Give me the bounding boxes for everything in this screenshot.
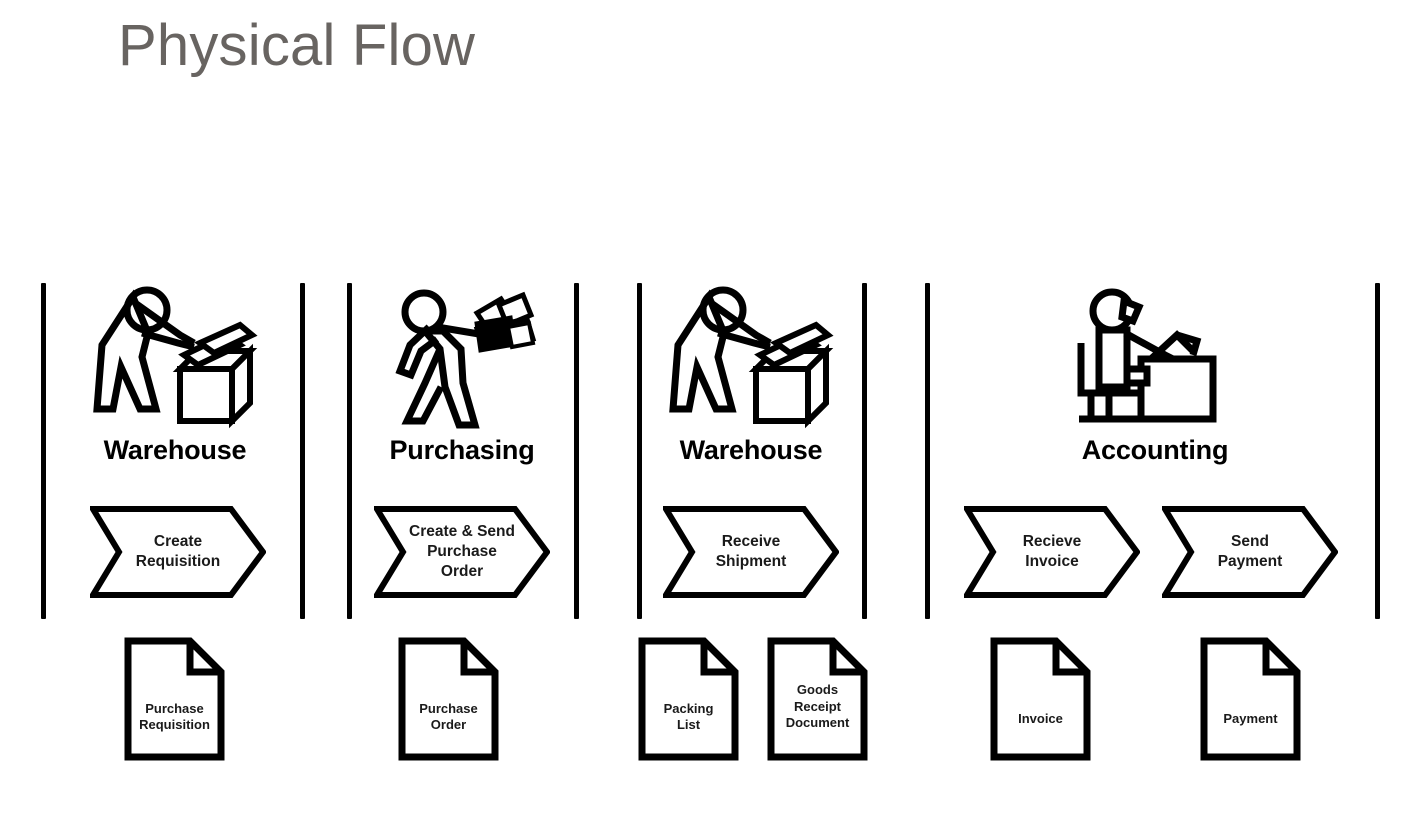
step-row-warehouse-1: Create Requisition: [90, 506, 266, 598]
chevron-shape: [1162, 506, 1338, 598]
step-line: Invoice: [1025, 553, 1079, 570]
step-row-warehouse-2: Receive Shipment: [663, 506, 839, 598]
lane-label: Accounting: [1081, 435, 1229, 465]
document-row-purchasing: Purchase Order: [398, 637, 499, 761]
document-label: Purchase Order: [401, 677, 496, 757]
step-line: Purchase: [427, 543, 497, 561]
doc-line: Purchase: [145, 700, 204, 716]
lane-header-accounting: Accounting: [960, 283, 1350, 466]
chevron-shape: [374, 506, 550, 598]
lane-header-purchasing: Purchasing: [356, 283, 568, 466]
doc-line: List: [676, 717, 701, 732]
step-line: Send: [1231, 533, 1269, 551]
document-row-warehouse-2: Packing List Goods Receipt Document: [638, 637, 868, 761]
document-goods-receipt-document[interactable]: Goods Receipt Document: [767, 637, 868, 761]
doc-line: Payment: [1223, 710, 1278, 726]
doc-line: Order: [430, 717, 467, 732]
lane-header-warehouse-2: Warehouse: [645, 283, 857, 466]
step-line: Receive: [721, 533, 781, 551]
document-packing-list[interactable]: Packing List: [638, 637, 739, 761]
process-step-send-payment[interactable]: Send Payment: [1162, 506, 1338, 598]
process-step-create-send-purchase-order[interactable]: Create & Send Purchase Order: [374, 506, 550, 598]
process-step-label: Recieve Invoice: [990, 506, 1114, 598]
document-purchase-requisition[interactable]: Purchase Requisition: [124, 637, 225, 761]
step-line: Create: [153, 533, 203, 551]
document-shape-icon: [767, 637, 868, 761]
document-invoice[interactable]: Invoice: [990, 637, 1091, 761]
document-row-warehouse-1: Purchase Requisition: [124, 637, 225, 761]
doc-line: Document: [785, 715, 850, 731]
document-label: Packing List: [641, 677, 736, 757]
lane-divider: [347, 283, 352, 619]
process-step-label: Create & Send Purchase Order: [392, 506, 532, 598]
document-payment[interactable]: Payment: [1200, 637, 1301, 761]
document-shape-icon: [1200, 637, 1301, 761]
lane-divider: [1375, 283, 1380, 619]
document-row-accounting: Invoice Payment: [990, 637, 1301, 761]
document-shape-icon: [124, 637, 225, 761]
process-step-receive-shipment[interactable]: Receive Shipment: [663, 506, 839, 598]
document-purchase-order[interactable]: Purchase Order: [398, 637, 499, 761]
step-line: Requisition: [135, 553, 221, 570]
chevron-shape: [663, 506, 839, 598]
process-step-label: Receive Shipment: [689, 506, 813, 598]
process-step-recieve-invoice[interactable]: Recieve Invoice: [964, 506, 1140, 598]
page-title: Physical Flow: [118, 13, 476, 78]
step-line: Shipment: [715, 553, 787, 570]
doc-line: Invoice: [1018, 710, 1063, 726]
chevron-shape: [90, 506, 266, 598]
doc-line: Receipt: [794, 698, 841, 714]
clerk-at-desk-icon: [1077, 288, 1217, 423]
document-shape-icon: [990, 637, 1091, 761]
lane-divider: [41, 283, 46, 619]
doc-line: Requisition: [139, 717, 210, 732]
lane-label: Warehouse: [103, 435, 247, 465]
document-label: Goods Receipt Document: [765, 667, 870, 747]
step-row-accounting: Recieve Invoice Send Payment: [964, 506, 1338, 598]
doc-line: Packing: [663, 700, 714, 716]
worker-packing-box-icon: [669, 286, 834, 429]
document-label: Invoice: [993, 679, 1088, 759]
process-step-label: Send Payment: [1188, 506, 1312, 598]
lane-divider: [300, 283, 305, 619]
document-shape-icon: [398, 637, 499, 761]
step-line: Order: [440, 562, 484, 580]
doc-line: Goods: [796, 682, 839, 698]
chevron-shape: [964, 506, 1140, 598]
doc-line: Purchase: [419, 700, 478, 716]
step-line: Payment: [1217, 553, 1283, 570]
step-line: Recieve: [1022, 533, 1082, 551]
lane-label: Warehouse: [679, 435, 823, 465]
process-step-label: Create Requisition: [116, 506, 240, 598]
lane-divider: [574, 283, 579, 619]
lane-label: Purchasing: [389, 435, 535, 465]
step-line: Create & Send: [409, 523, 515, 541]
worker-packing-box-icon: [93, 286, 258, 429]
worker-carrying-papers-icon: [395, 289, 537, 429]
lane-divider: [925, 283, 930, 619]
document-label: Purchase Requisition: [127, 677, 222, 757]
document-shape-icon: [638, 637, 739, 761]
document-label: Payment: [1203, 679, 1298, 759]
lane-header-warehouse-1: Warehouse: [60, 283, 290, 466]
lane-divider: [637, 283, 642, 619]
process-step-create-requisition[interactable]: Create Requisition: [90, 506, 266, 598]
lane-divider: [862, 283, 867, 619]
step-row-purchasing: Create & Send Purchase Order: [374, 506, 550, 598]
